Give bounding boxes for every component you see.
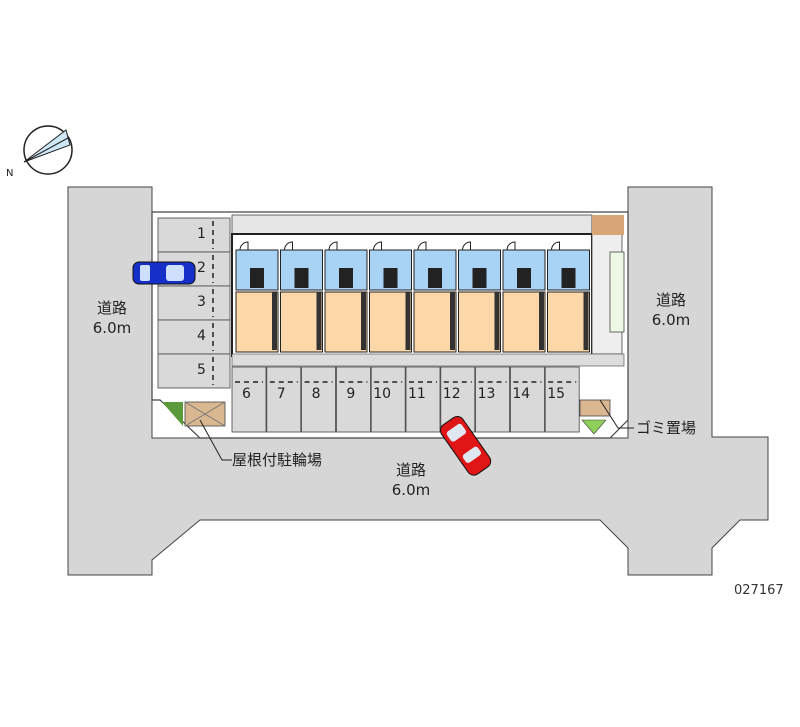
parking-number: 11 xyxy=(408,386,426,402)
apartment-unit xyxy=(547,241,590,353)
road-label-left: 道路 6.0m xyxy=(80,298,144,338)
apartment-unit xyxy=(413,241,457,353)
parking-space xyxy=(266,366,302,433)
bicycle-parking-label: 屋根付駐輪場 xyxy=(232,451,323,469)
blue-car-icon xyxy=(132,261,196,285)
apartment-unit xyxy=(502,241,546,353)
parking-space xyxy=(370,366,406,433)
parking-number: 1 xyxy=(197,226,206,242)
apartment-unit xyxy=(324,241,368,353)
parking-space xyxy=(509,366,545,433)
parking-space xyxy=(475,366,511,433)
road-width: 6.0m xyxy=(391,481,431,499)
property-code: 027167 xyxy=(734,583,784,598)
parking-number: 2 xyxy=(197,260,206,276)
parking-number: 9 xyxy=(346,386,356,402)
red-car-icon xyxy=(439,416,492,476)
parking-number: 8 xyxy=(311,386,321,402)
shrub xyxy=(162,402,183,426)
parking-number: 3 xyxy=(197,294,206,310)
parking-space xyxy=(157,353,231,389)
svg-text:N: N xyxy=(6,168,13,179)
walkway xyxy=(231,214,593,235)
parking-number: 15 xyxy=(547,386,566,402)
parking-number: 5 xyxy=(197,362,206,378)
parking-space xyxy=(301,366,337,433)
leader-line xyxy=(199,419,232,461)
parking-number: 14 xyxy=(512,386,531,402)
planter-bricks xyxy=(592,215,624,235)
parking-number: 7 xyxy=(276,386,286,402)
parking-space xyxy=(157,217,231,253)
parking-number: 13 xyxy=(477,386,496,402)
parking-number: 6 xyxy=(242,386,251,402)
apartment-unit xyxy=(458,241,501,353)
apartment-unit xyxy=(235,241,279,353)
road-width: 6.0m xyxy=(92,319,132,337)
road-width: 6.0m xyxy=(651,311,691,329)
parking-space xyxy=(405,366,441,433)
parking-space xyxy=(544,366,580,433)
road-label-right: 道路 6.0m xyxy=(636,290,706,330)
road-name: 道路 xyxy=(395,461,426,479)
parking-space xyxy=(157,285,231,321)
parking-number: 4 xyxy=(197,328,206,344)
road-name: 道路 xyxy=(96,299,127,317)
apartment-unit xyxy=(369,241,412,353)
road-label-bottom: 道路 6.0m xyxy=(376,460,446,500)
parking-number: 10 xyxy=(373,386,392,402)
road-name: 道路 xyxy=(655,291,686,309)
leader-line xyxy=(599,399,634,429)
parking-space xyxy=(231,366,267,433)
parking-space xyxy=(157,319,231,355)
parking-space xyxy=(335,366,371,433)
garbage-label: ゴミ置場 xyxy=(636,419,697,437)
compass-icon: N xyxy=(6,125,73,179)
parking-number: 12 xyxy=(442,386,461,402)
planter xyxy=(609,251,625,333)
apartment-unit xyxy=(280,241,323,353)
